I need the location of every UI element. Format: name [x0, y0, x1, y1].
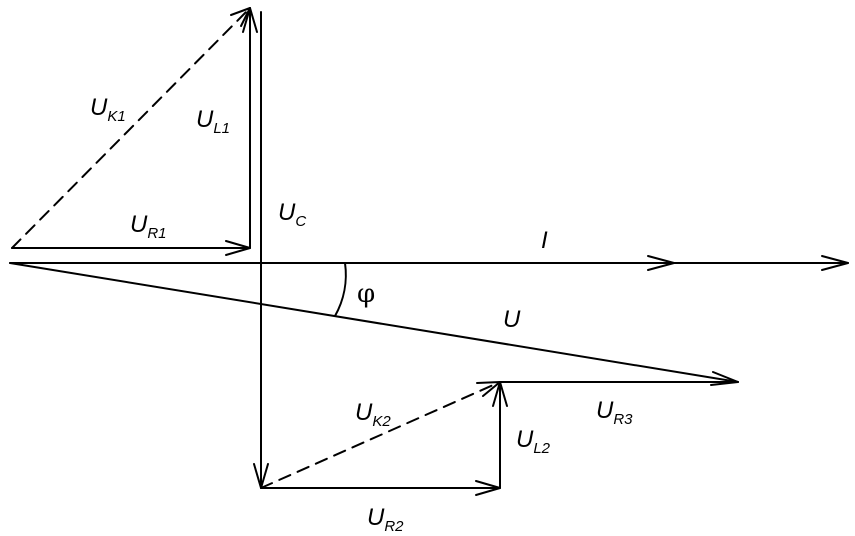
label-uk2: UK2 — [355, 399, 391, 430]
current-vector-i — [9, 255, 849, 271]
label-ul1: UL1 — [196, 106, 230, 137]
vector-ul1 — [242, 7, 258, 249]
vector-ul2 — [492, 381, 508, 489]
label-ur1: UR1 — [130, 211, 167, 242]
phi-angle-arc — [334, 262, 347, 317]
label-uc: UC — [278, 199, 306, 230]
vector-uk1 — [11, 7, 251, 249]
vector-uk2 — [260, 381, 501, 489]
label-ur3: UR3 — [596, 397, 633, 428]
label-ul2: UL2 — [516, 426, 551, 457]
label-ur2: UR2 — [367, 504, 404, 535]
vector-uc — [253, 11, 269, 489]
label-u: U — [503, 306, 521, 333]
vector-ur2 — [260, 480, 501, 496]
label-uk1: UK1 — [90, 94, 126, 125]
label-phi: φ — [357, 279, 375, 309]
label-i: I — [541, 227, 548, 254]
vector-ur1 — [11, 240, 251, 256]
